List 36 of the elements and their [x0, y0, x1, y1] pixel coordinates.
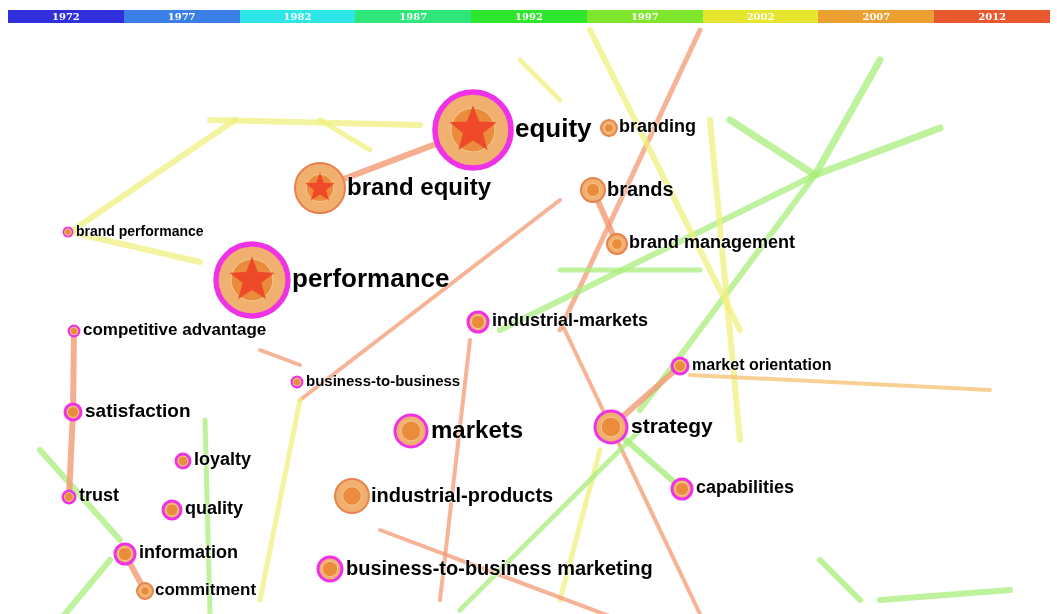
keyword-label: industrial-markets [492, 311, 649, 331]
keyword-label: loyalty [194, 450, 252, 470]
keyword-label: quality [185, 499, 243, 519]
keyword-label: brand performance [76, 223, 204, 239]
keyword-label: competitive advantage [83, 320, 267, 340]
year-label: 1977 [167, 10, 196, 23]
keyword-label: industrial-products [371, 484, 554, 506]
co-occurrence-link [127, 561, 145, 587]
keyword-label: commitment [155, 580, 257, 600]
keyword-label: performance [292, 264, 450, 293]
co-occurrence-link [621, 369, 676, 419]
keyword-label: brands [607, 178, 674, 200]
co-occurrence-link [70, 335, 77, 405]
keyword-label: market orientation [692, 356, 832, 374]
year-label: 2002 [746, 10, 775, 23]
keyword-label: equity [515, 114, 592, 143]
keyword-label: branding [619, 117, 696, 137]
year-label: 1987 [399, 10, 428, 23]
year-label: 1997 [630, 10, 659, 23]
keyword-label: information [139, 543, 238, 563]
keyword-label: business-to-business [306, 373, 461, 390]
keyword-label: brand management [629, 233, 796, 253]
keyword-label: markets [431, 416, 524, 443]
keyword-label: trust [79, 486, 119, 506]
year-label: 1982 [283, 10, 312, 23]
year-label: 1992 [515, 10, 543, 23]
year-label: 1972 [51, 10, 80, 23]
keyword-label: capabilities [696, 478, 795, 498]
keyword-label: business-to-business marketing [346, 557, 653, 579]
keyword-label: strategy [631, 414, 713, 438]
keyword-label: satisfaction [85, 400, 191, 422]
co-occurrence-link [66, 419, 76, 492]
year-label: 2007 [862, 10, 891, 23]
co-occurrence-link [621, 435, 676, 485]
year-label: 2012 [978, 10, 1007, 23]
keyword-label: brand equity [347, 173, 491, 200]
